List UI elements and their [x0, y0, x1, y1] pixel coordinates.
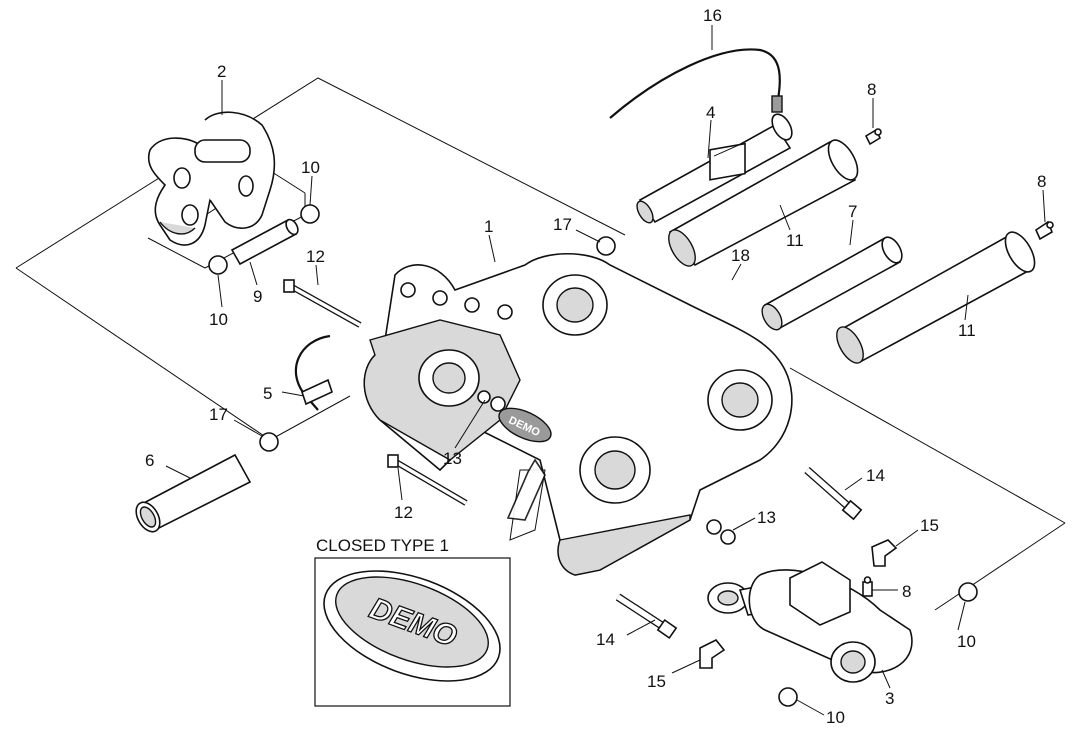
callout-8: 8 [902, 582, 911, 601]
coupler-body-part-1 [363, 252, 793, 576]
callout-15: 15 [920, 516, 939, 535]
ring-part-17-b [259, 432, 279, 452]
pin-part-9 [230, 218, 299, 266]
nut-part-13-a [477, 390, 506, 412]
callout-5: 5 [263, 384, 272, 403]
callout-12: 12 [306, 247, 325, 266]
leader-lines [165, 25, 1046, 716]
clip-body [301, 378, 333, 406]
hose-part-14-a [804, 467, 863, 521]
ring-part-17-a [596, 236, 616, 256]
callout-1: 1 [484, 217, 493, 236]
grease-nipple-part-8-a [864, 128, 882, 146]
sleeve-part-11-lower [836, 231, 1036, 364]
sleeve-part-6 [135, 453, 252, 533]
callout-9: 9 [253, 287, 262, 306]
cable-connector [771, 95, 783, 113]
callout-2: 2 [217, 62, 226, 81]
body-logo: DEMO [498, 407, 552, 443]
nut-part-13-b [706, 519, 736, 545]
grease-nipple-part-8-b [1034, 220, 1054, 241]
ring-part-10-d [778, 687, 798, 707]
callout-13: 13 [757, 508, 776, 527]
callout-3: 3 [885, 689, 894, 708]
callout-14: 14 [596, 630, 615, 649]
grease-nipple-part-8-c [862, 576, 873, 597]
hook-bracket-part-2 [147, 111, 276, 246]
label-plate-part-18 [709, 142, 746, 181]
inset-closed-type-1: DEMO [314, 557, 511, 707]
callout-8: 8 [1037, 172, 1046, 191]
callout-10: 10 [826, 708, 845, 727]
callout-10: 10 [301, 158, 320, 177]
callout-4: 4 [706, 103, 715, 122]
sleeve-part-11-upper [668, 139, 859, 267]
bolt-part-12-b [387, 454, 468, 506]
callout-7: 7 [848, 202, 857, 221]
callout-18: 18 [731, 246, 750, 265]
callout-8: 8 [867, 80, 876, 99]
callout-17: 17 [209, 405, 228, 424]
callout-10: 10 [209, 310, 228, 329]
ring-part-10-b [208, 255, 228, 275]
hose-part-14-b [615, 593, 678, 640]
bolt-part-12-a [283, 279, 362, 328]
callout-11: 11 [786, 231, 804, 250]
pin-part-7 [761, 236, 903, 331]
callout-14: 14 [866, 466, 885, 485]
callout-labels: 16 2 4 8 10 17 1 11 7 8 12 18 9 10 11 5 … [145, 6, 1046, 727]
callout-10: 10 [957, 632, 976, 651]
callout-11: 11 [958, 321, 976, 340]
callout-17: 17 [553, 215, 572, 234]
callout-6: 6 [145, 451, 154, 470]
guide-lines [15, 77, 1066, 611]
elbow-part-15-a [871, 539, 898, 567]
callout-16: 16 [703, 6, 722, 25]
callout-13: 13 [443, 449, 462, 468]
ring-part-10-c [958, 582, 978, 602]
callout-15: 15 [647, 672, 666, 691]
ring-part-10-a [300, 204, 320, 224]
callout-12: 12 [394, 503, 413, 522]
cylinder-part-3 [707, 561, 913, 683]
inset-title: CLOSED TYPE 1 [316, 536, 449, 555]
elbow-part-15-b [699, 638, 726, 669]
cable-part-16 [609, 48, 781, 119]
